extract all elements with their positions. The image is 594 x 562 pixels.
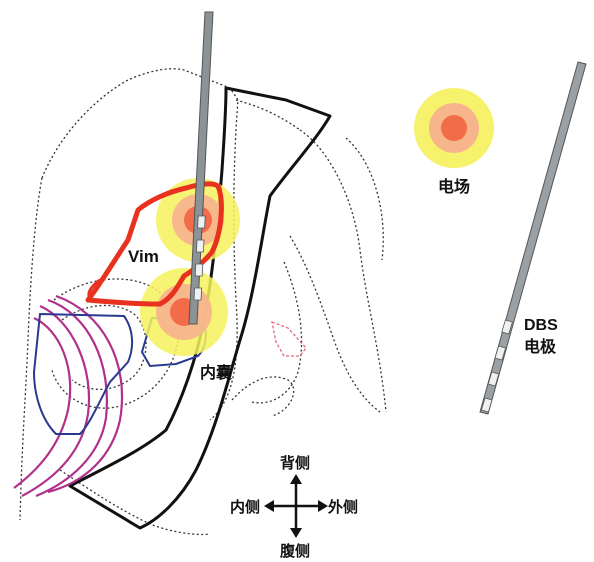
compass-arrow-up: [290, 474, 302, 484]
label-vim: Vim: [128, 247, 159, 266]
compass-arrow-right: [318, 500, 328, 512]
label-electric-field: 电场: [438, 177, 470, 196]
compass-label-dorsal: 背侧: [280, 454, 310, 472]
mid-contour: [290, 236, 380, 412]
compass-label-lateral: 外侧: [327, 498, 358, 516]
electric-field-legend: [414, 88, 494, 168]
label-electrode: 电极: [524, 337, 557, 356]
compass-label-ventral: 腹侧: [280, 542, 310, 560]
contact-4: [194, 288, 202, 300]
compass-label-medial: 内侧: [230, 498, 260, 516]
field-lower: [140, 268, 228, 356]
contact-1: [198, 216, 206, 228]
compass-arrow-down: [290, 528, 302, 538]
tract-3: [36, 300, 107, 496]
lower-contour: [232, 377, 294, 416]
legend-electrode-shaft: [480, 62, 586, 414]
right-lobe-outline-2: [346, 138, 383, 260]
contact-2: [196, 240, 204, 252]
blue-nucleus-left: [34, 314, 132, 434]
legend-contact-3: [488, 372, 499, 386]
contact-3: [195, 264, 203, 276]
right-lobe-outline: [300, 130, 386, 412]
label-internal-capsule: 内囊: [200, 363, 233, 382]
legend-field-inner: [441, 115, 467, 141]
label-dbs: DBS: [524, 317, 558, 334]
dbs-electrode-legend: [480, 62, 586, 414]
compass-arrow-left: [264, 500, 274, 512]
lateral-boundary: [20, 178, 42, 520]
top-contour: [236, 100, 300, 130]
orientation-compass: 背侧 腹侧 内侧 外侧: [230, 454, 358, 560]
mid-contour-2: [252, 262, 302, 403]
